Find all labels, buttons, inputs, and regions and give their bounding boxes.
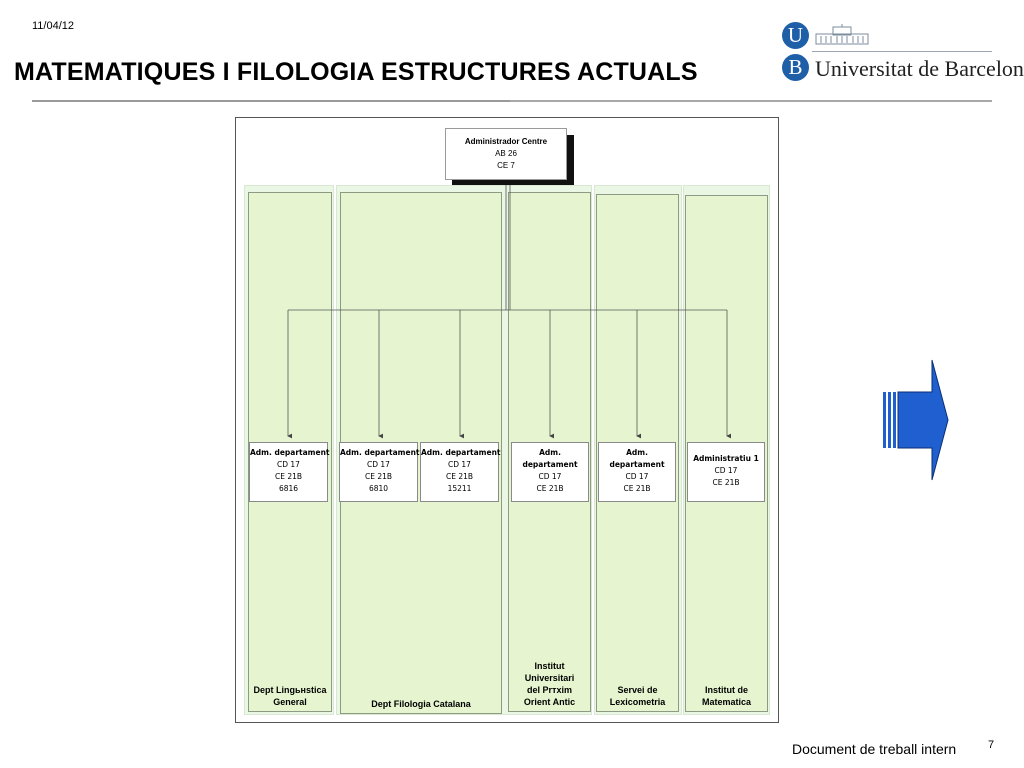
slide-title: MATEMATIQUES I FILOLOGIA ESTRUCTURES ACT…: [14, 58, 698, 86]
node-line: CE 21B: [623, 484, 651, 493]
page-number: 7: [988, 739, 995, 751]
node-line: 6816: [278, 484, 299, 493]
node-line: CD 17: [625, 472, 649, 481]
node-title: Adm. departament: [522, 448, 578, 469]
column-label: Institut de Matematica: [701, 685, 752, 707]
node-line: CD 17: [367, 460, 390, 469]
node-adm-departament: Adm. departament CD 17 CE 21B 15211: [420, 442, 501, 502]
node-line: 15211: [447, 484, 472, 493]
node-adm-departament: Adm. departament CD 17 CE 21B 6816: [249, 442, 330, 502]
title-divider-left: [32, 100, 510, 102]
node-line: CD 17: [714, 466, 738, 475]
node-line: CE 21B: [445, 472, 474, 481]
slide-date: 11/04/12: [32, 20, 75, 32]
footer-text: Document de treball intern: [792, 741, 957, 757]
university-name: Universitat de Barcelona: [815, 56, 1024, 81]
logo-u-circle: U: [782, 22, 809, 49]
node-adm-departament: Adm. departament CD 17 CE 21B: [598, 442, 676, 502]
node-title: Administratiu 1: [693, 454, 759, 463]
node-line: CE 21B: [274, 472, 303, 481]
university-building-icon: [815, 24, 869, 45]
title-divider-right: [510, 100, 992, 102]
node-adm-departament: Adm. departament CD 17 CE 21B: [511, 442, 589, 502]
node-line: CE 21B: [364, 472, 393, 481]
node-adm-departament: Adm. departament CD 17 CE 21B 6810: [339, 442, 420, 502]
node-line: CD 17: [277, 460, 300, 469]
logo-divider: [812, 51, 992, 52]
node-line: CD 17: [448, 460, 471, 469]
logo-b-circle: B: [782, 54, 809, 81]
node-line: 6810: [368, 484, 389, 493]
column-label: Institut Universitari del Prтхim Orient …: [523, 661, 576, 707]
node-line: CE 21B: [536, 484, 564, 493]
top-node-administrador-centre: Administrador Centre AB 26 CE 7: [445, 128, 567, 180]
node-line: CE 21B: [712, 478, 740, 487]
column-label: Dept Filologia Catalana: [371, 699, 471, 709]
column-label: Dept Lingьнstica General: [253, 685, 327, 707]
node-title: Adm. departament: [250, 448, 330, 457]
node-administratiu-1: Administratiu 1 CD 17 CE 21B: [687, 442, 765, 502]
next-arrow-icon: [883, 359, 949, 481]
column-label: Servei de Lexicometria: [609, 685, 666, 707]
node-line: CE 7: [497, 161, 515, 170]
node-title: Adm. departament: [609, 448, 665, 469]
node-title: Adm. departament: [421, 448, 501, 457]
node-line: AB 26: [495, 149, 517, 158]
node-line: CD 17: [538, 472, 562, 481]
node-title: Administrador Centre: [464, 137, 548, 146]
node-title: Adm. departament: [340, 448, 420, 457]
